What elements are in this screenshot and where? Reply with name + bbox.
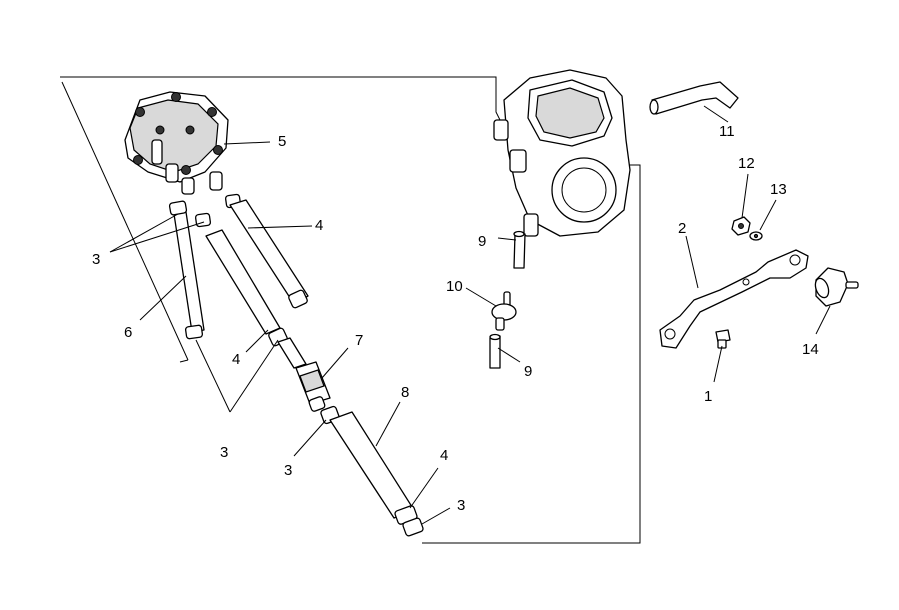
callout-14: 14 [802, 341, 819, 358]
check-valve[interactable] [491, 291, 517, 331]
callout-3-middle: 3 [284, 462, 292, 479]
callout-8: 8 [401, 384, 409, 401]
mounting-bracket[interactable] [659, 249, 809, 349]
callout-4-lower: 4 [440, 447, 448, 464]
callout-1: 1 [704, 388, 712, 405]
rubber-mount[interactable] [813, 267, 859, 307]
leader-lines [109, 105, 831, 525]
callout-9-upper: 9 [478, 233, 486, 250]
callout-3-bottom: 3 [457, 497, 465, 514]
vent-hoses[interactable] [489, 230, 526, 369]
fuel-hoses[interactable] [168, 193, 309, 369]
callout-7: 7 [355, 332, 363, 349]
carburetor[interactable] [493, 69, 631, 237]
callout-5: 5 [278, 133, 286, 150]
callout-9-lower: 9 [524, 363, 532, 380]
callout-3-lower-left: 3 [220, 444, 228, 461]
bolt[interactable] [715, 329, 731, 349]
callout-10: 10 [446, 278, 463, 295]
callout-labels: 1 2 3 3 3 3 4 4 4 5 6 7 8 9 9 10 11 12 1… [92, 123, 819, 514]
fuel-pump[interactable] [124, 91, 229, 195]
washer[interactable] [749, 231, 763, 241]
callout-3-upper: 3 [92, 251, 100, 268]
callout-13: 13 [770, 181, 787, 198]
lower-hose[interactable] [320, 405, 424, 537]
callout-4-middle: 4 [232, 351, 240, 368]
callout-4-upper: 4 [315, 217, 323, 234]
callout-6: 6 [124, 324, 132, 341]
breather-hose[interactable] [649, 81, 739, 115]
nut[interactable] [731, 216, 751, 236]
callout-11: 11 [719, 123, 735, 140]
callout-2: 2 [678, 220, 686, 237]
fuel-filter[interactable] [295, 361, 331, 412]
callout-12: 12 [738, 155, 755, 172]
